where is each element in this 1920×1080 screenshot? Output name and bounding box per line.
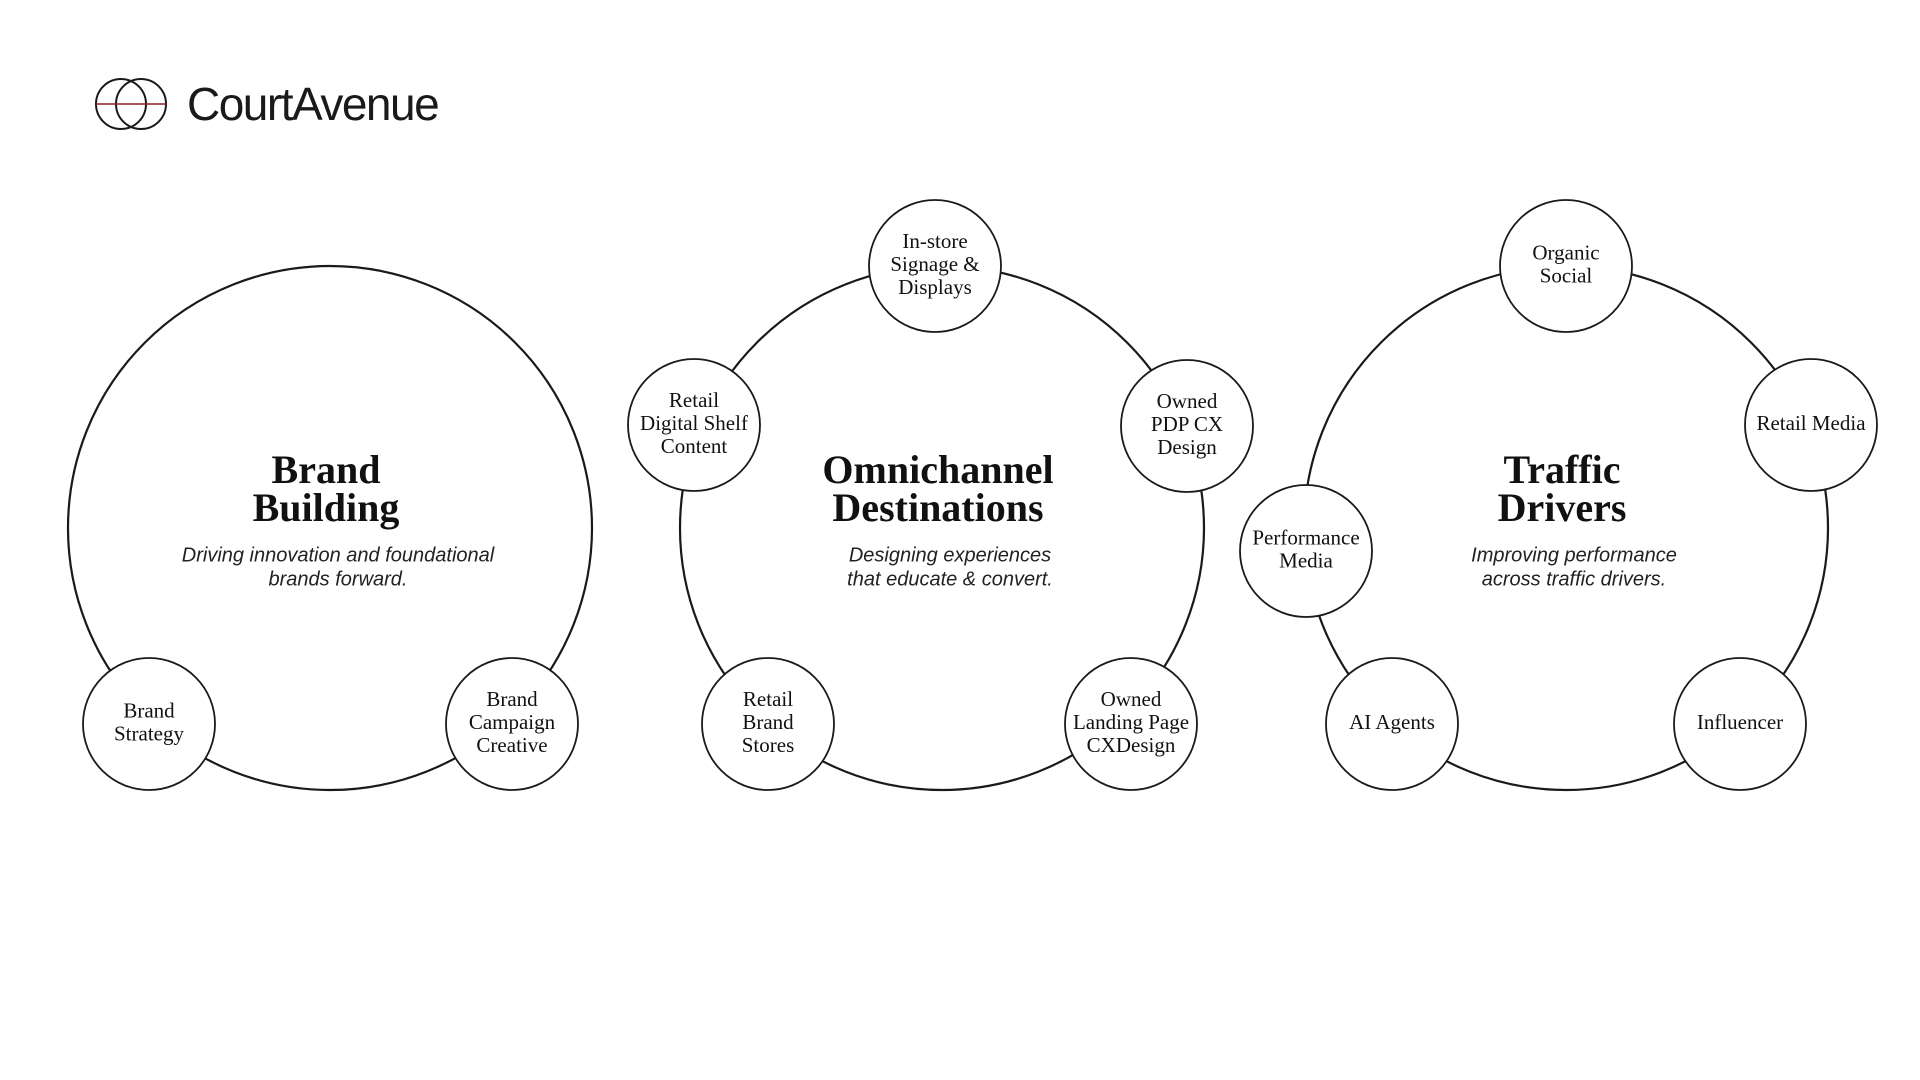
influencer-label: Influencer (1697, 710, 1783, 734)
retail-media-circle (1744, 358, 1878, 492)
traffic-drivers-title-line: Drivers (1498, 485, 1627, 530)
brand-building-title-line: Building (253, 485, 400, 530)
retail-digital-shelf-content-label-line: Content (661, 434, 728, 458)
brand-strategy-label-line: Brand (123, 698, 175, 722)
interlocking-rings-logo-icon (95, 78, 167, 130)
organic-social-circle (1499, 199, 1633, 333)
brand-logo: CourtAvenue (95, 75, 440, 133)
ai-agents-label-line: AI Agents (1349, 710, 1435, 734)
brand-building-subtitle-line: brands forward. (269, 568, 408, 590)
omnichannel-destinations-subtitle-line: Designing experiences (849, 544, 1051, 566)
brand-campaign-creative-label-line: Campaign (469, 710, 556, 734)
traffic-drivers-title-line: Traffic (1504, 447, 1621, 492)
retail-media-node: Retail Media (1744, 358, 1878, 492)
owned-landing-page-cxdesign-circle (1064, 657, 1198, 791)
influencer-node: Influencer (1673, 657, 1807, 791)
retail-media-label: Retail Media (1756, 411, 1866, 435)
owned-pdp-cx-design-label-line: Owned (1157, 389, 1218, 413)
brand-strategy-label-line: Strategy (114, 721, 184, 745)
retail-digital-shelf-content-label-line: Digital Shelf (640, 411, 748, 435)
in-store-signage-displays-label-line: Signage & (890, 252, 979, 276)
omnichannel-destinations-title-line: Destinations (832, 485, 1043, 530)
retail-brand-stores-label-line: Stores (742, 733, 795, 757)
traffic-drivers-subtitle-line: Improving performance (1471, 544, 1677, 566)
in-store-signage-displays-label-line: Displays (898, 275, 972, 299)
in-store-signage-displays-circle (868, 199, 1002, 333)
owned-pdp-cx-design-circle (1120, 359, 1254, 493)
brand-name: CourtAvenue (187, 78, 440, 130)
retail-brand-stores-label-line: Retail (743, 687, 793, 711)
in-store-signage-displays-label-line: In-store (902, 229, 967, 253)
retail-brand-stores-label-line: Brand (742, 710, 794, 734)
retail-brand-stores-circle (701, 657, 835, 791)
performance-media-circle (1239, 484, 1373, 618)
brand-strategy-circle (82, 657, 216, 791)
owned-landing-page-cxdesign-label-line: Owned (1101, 687, 1162, 711)
brand-campaign-creative-circle (445, 657, 579, 791)
ai-agents-circle (1325, 657, 1459, 791)
retail-digital-shelf-content-label-line: Retail (669, 388, 719, 412)
performance-media-label-line: Performance (1252, 525, 1359, 549)
traffic-drivers-subtitle-line: across traffic drivers. (1482, 568, 1666, 590)
brand-building-title-line: Brand (272, 447, 381, 492)
ai-agents-label: AI Agents (1349, 710, 1435, 734)
owned-landing-page-cxdesign-label-line: Landing Page (1073, 710, 1189, 734)
ai-agents-node: AI Agents (1325, 657, 1459, 791)
owned-pdp-cx-design-label-line: PDP CX (1151, 412, 1223, 436)
brand-building-subtitle-line: Driving innovation and foundational (182, 544, 495, 566)
retail-media-label-line: Retail Media (1756, 411, 1866, 435)
organic-social-label-line: Organic (1532, 240, 1599, 264)
owned-pdp-cx-design-label-line: Design (1157, 435, 1217, 459)
owned-landing-page-cxdesign-label-line: CXDesign (1087, 733, 1176, 757)
brand-building-ring (66, 264, 594, 792)
organic-social-label-line: Social (1540, 263, 1593, 287)
retail-digital-shelf-content-circle (627, 358, 761, 492)
influencer-circle (1673, 657, 1807, 791)
omnichannel-destinations-subtitle-line: that educate & convert. (847, 568, 1053, 590)
influencer-label-line: Influencer (1697, 710, 1783, 734)
performance-media-label-line: Media (1279, 548, 1333, 572)
omnichannel-destinations-title-line: Omnichannel (822, 447, 1053, 492)
brand-campaign-creative-label-line: Creative (476, 733, 547, 757)
brand-campaign-creative-label-line: Brand (486, 687, 538, 711)
